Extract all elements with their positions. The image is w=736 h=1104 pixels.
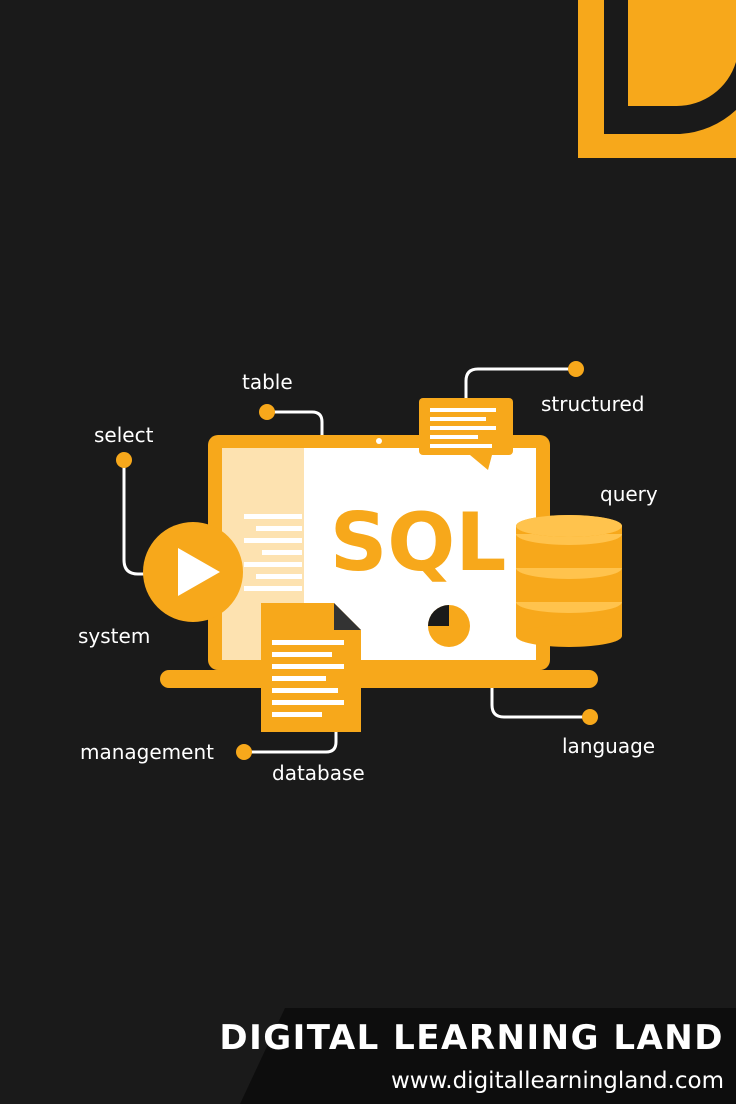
connector-table <box>265 410 324 439</box>
brand-name: DIGITAL LEARNING LAND <box>219 1018 724 1058</box>
label-database: database <box>272 761 365 785</box>
database-icon <box>516 515 622 647</box>
label-management: management <box>80 740 214 764</box>
connector-dot-structured <box>568 361 584 377</box>
pie-chart-icon <box>428 605 470 647</box>
d-letter-logo-icon <box>578 0 736 158</box>
chat-bubble-icon <box>419 398 513 470</box>
label-language: language <box>562 734 656 758</box>
label-query: query <box>600 482 658 506</box>
label-select: select <box>94 423 154 447</box>
label-structured: structured <box>541 392 645 416</box>
connector-select <box>122 458 152 576</box>
play-icon <box>143 522 243 622</box>
brand-url: www.digitallearningland.com <box>390 1068 724 1094</box>
connector-structured <box>464 367 578 400</box>
label-table: table <box>242 370 293 394</box>
connector-dot-management <box>236 744 252 760</box>
connector-language <box>490 684 592 719</box>
sql-screen-text: SQL <box>330 496 507 589</box>
document-icon <box>261 603 361 732</box>
footer-bar <box>240 1008 736 1104</box>
connector-dot-table <box>259 404 275 420</box>
connector-dot-select <box>116 452 132 468</box>
connector-management <box>242 726 338 754</box>
label-system: system <box>78 624 151 648</box>
connector-dot-language <box>582 709 598 725</box>
